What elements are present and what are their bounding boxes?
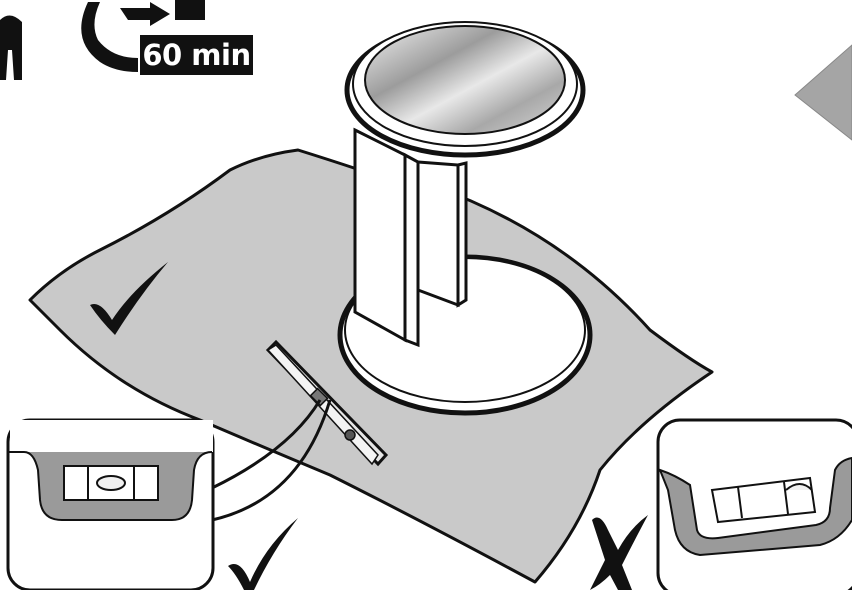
clock-arrow-icon <box>81 0 205 72</box>
duration-badge: 60 min <box>140 35 253 75</box>
spirit-level <box>265 339 389 467</box>
mirror-top <box>344 21 586 158</box>
stand-column <box>353 127 468 348</box>
check-mark-icon <box>228 518 298 590</box>
level-ok-inset <box>6 418 298 592</box>
check-mark-icon <box>90 262 168 335</box>
level-not-ok-inset <box>656 418 852 594</box>
person-icon <box>0 15 22 81</box>
next-arrow-icon <box>794 44 852 141</box>
x-mark-icon <box>590 515 648 590</box>
